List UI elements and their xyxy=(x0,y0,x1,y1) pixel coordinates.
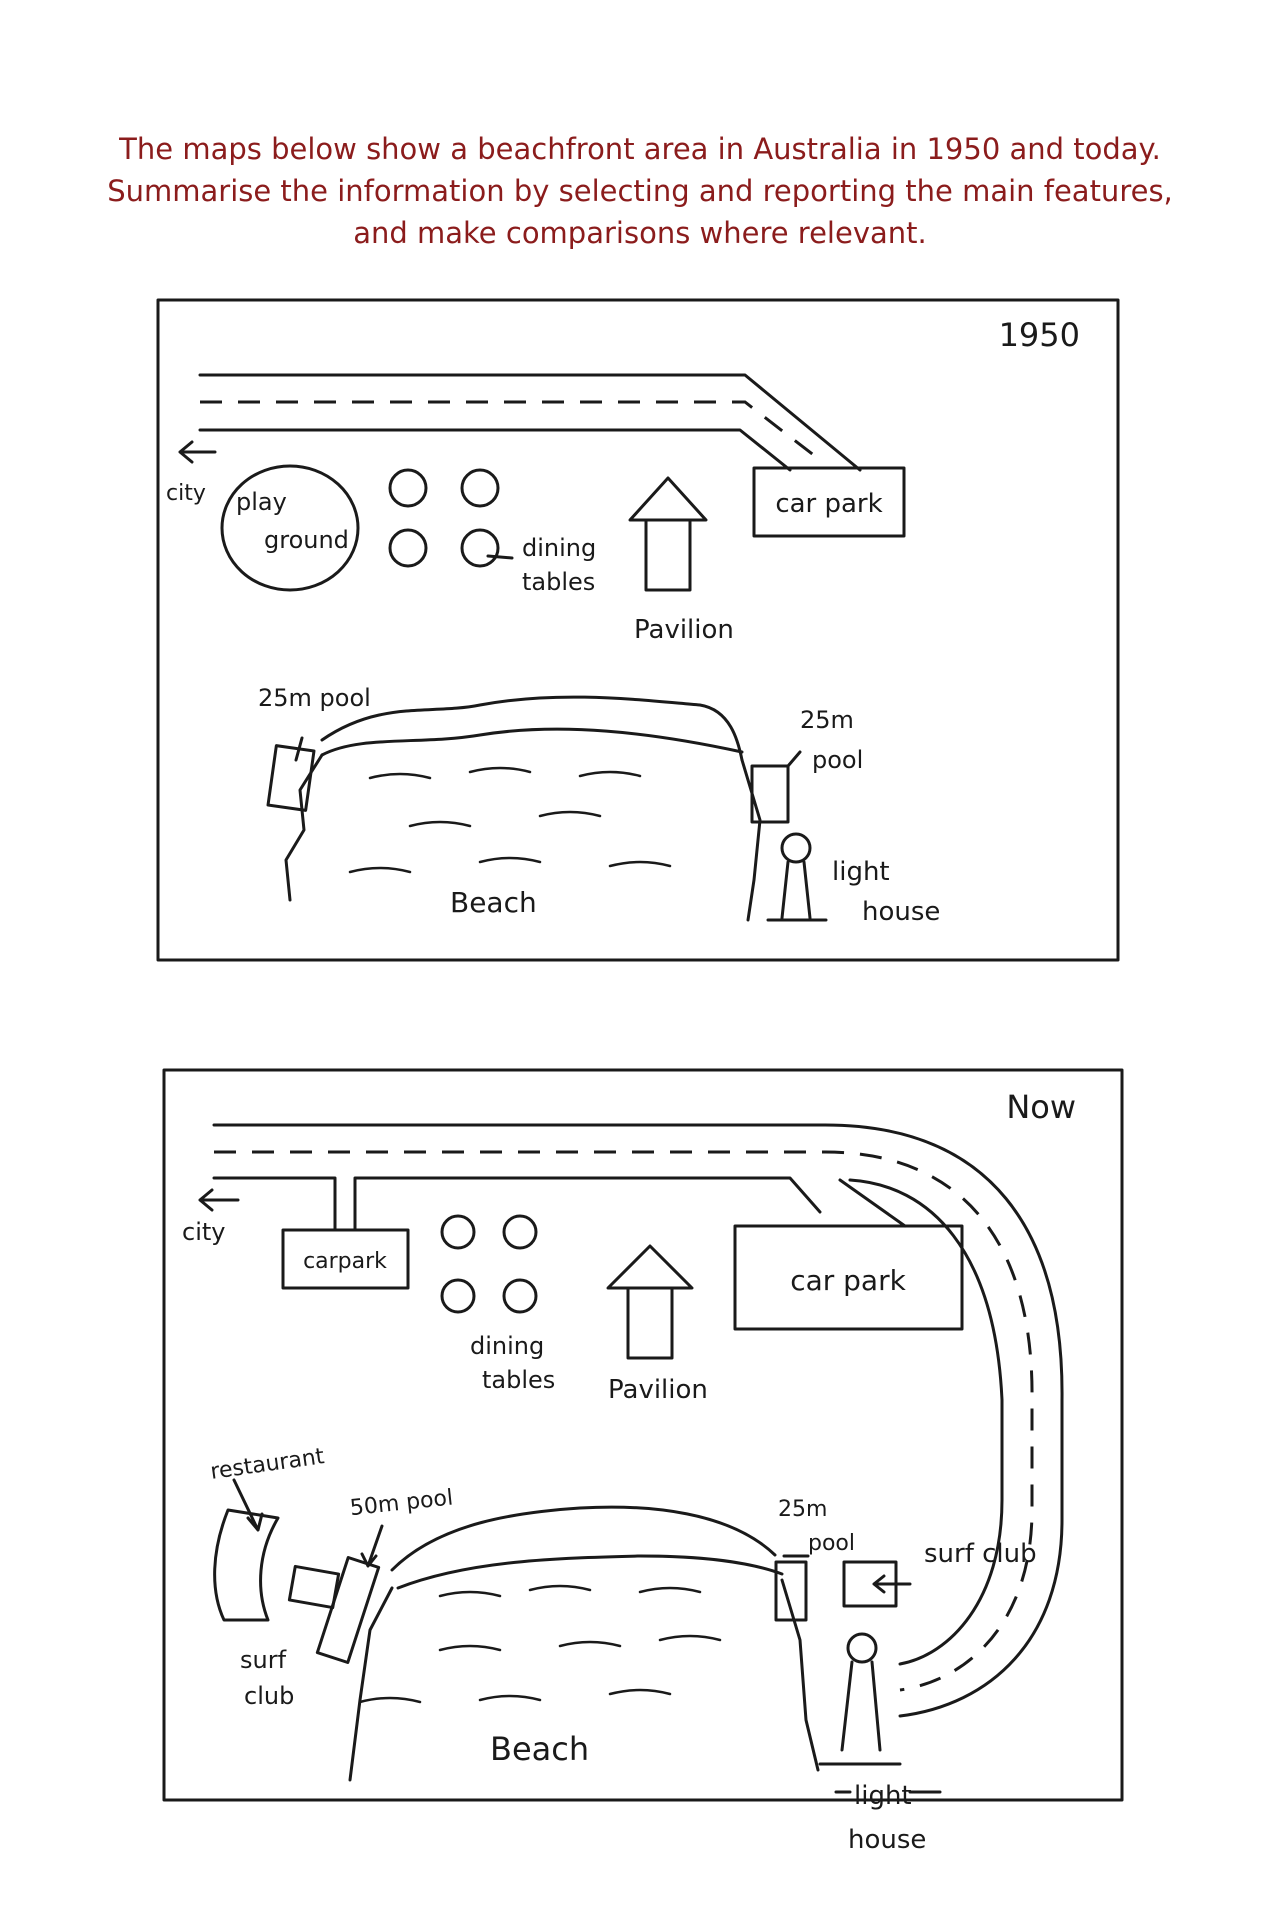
road-1950-bottom-edge xyxy=(198,428,792,472)
map-now-year: Now xyxy=(1006,1088,1076,1126)
pool-1950-left xyxy=(266,744,316,812)
pool-label-now-right-line-2: pool xyxy=(808,1531,855,1556)
car-park-large-label: car park xyxy=(790,1264,906,1297)
surf-club-now-left xyxy=(287,1564,341,1610)
beach-1950-waterline xyxy=(320,727,744,757)
pool-now-left xyxy=(315,1556,381,1664)
dining-tables-label-1950-line-1: dining xyxy=(522,534,596,562)
pavilion-1950 xyxy=(644,518,692,592)
road-1950-centre-line xyxy=(200,400,821,462)
map-now: Now city carpark car park dining tables … xyxy=(162,1068,1124,1855)
restaurant-label: restaurant xyxy=(209,1444,326,1485)
road-now-car-park-spur xyxy=(838,1178,907,1228)
dining-table-now-3 xyxy=(440,1278,476,1314)
dining-tables-label-now-line-1: dining xyxy=(470,1332,544,1360)
pool-1950-right xyxy=(750,764,790,824)
lighthouse-label-1950-line-2: house xyxy=(862,897,940,927)
pool-now-left-pointer xyxy=(360,1524,384,1568)
playground-label-line-2: ground xyxy=(264,526,349,554)
surf-club-left-label-line-1: surf xyxy=(240,1646,287,1674)
dining-table-1950-2 xyxy=(460,468,500,508)
map-1950: 1950 city play ground dining tables Pavi… xyxy=(156,298,1120,962)
map-1950-frame xyxy=(156,298,1120,962)
pool-label-1950-right-line-1: 25m xyxy=(800,706,854,734)
sea-now-waves xyxy=(358,1584,722,1704)
pavilion-now xyxy=(626,1286,674,1360)
map-now-frame xyxy=(162,1068,1124,1802)
restaurant-pointer xyxy=(232,1478,264,1532)
car-park-small-label: carpark xyxy=(303,1249,387,1274)
car-park-now-large xyxy=(733,1224,964,1331)
dining-tables-label-1950-line-2: tables xyxy=(522,568,595,596)
surf-club-left-label-line-2: club xyxy=(244,1682,294,1710)
map-1950-year: 1950 xyxy=(999,316,1080,354)
dining-table-1950-3 xyxy=(388,528,428,568)
road-now-lower-edge xyxy=(212,1176,822,1232)
prompt-line-3: and make comparisons where relevant. xyxy=(353,216,927,250)
coast-now-left xyxy=(348,1586,394,1782)
lighthouse-now-lamp xyxy=(846,1632,878,1664)
surf-club-right-label: surf club xyxy=(924,1539,1037,1569)
road-1950-top-edge xyxy=(198,373,862,472)
dining-table-1950-1 xyxy=(388,468,428,508)
beach-now-shore xyxy=(390,1505,777,1572)
pavilion-now-roof xyxy=(606,1244,694,1290)
pool-1950-left-pointer xyxy=(294,736,304,762)
road-now-outer-edge xyxy=(212,1123,1064,1718)
lighthouse-1950 xyxy=(766,860,828,922)
lighthouse-label-now-line-2: house xyxy=(848,1825,926,1855)
lighthouse-now xyxy=(818,1660,902,1766)
car-park-1950 xyxy=(752,466,906,538)
sea-1950-waves xyxy=(348,766,672,874)
beach-1950-shore xyxy=(320,695,744,762)
beach-now-waterline xyxy=(396,1554,784,1590)
dining-table-1950-4 xyxy=(460,528,500,568)
dining-table-now-2 xyxy=(502,1214,538,1250)
dining-tables-label-now-line-2: tables xyxy=(482,1366,555,1394)
pavilion-label-1950: Pavilion xyxy=(634,615,734,645)
lighthouse-label-now-line-1: light xyxy=(854,1781,912,1811)
pavilion-1950-roof xyxy=(628,476,708,522)
pool-label-now-left: 50m pool xyxy=(349,1485,454,1521)
prompt-line-1: The maps below show a beachfront area in… xyxy=(119,132,1161,166)
pool-1950-right-pointer xyxy=(786,750,802,768)
dining-table-now-4 xyxy=(502,1278,538,1314)
task-prompt: The maps below show a beachfront area in… xyxy=(0,128,1280,254)
car-park-now-small xyxy=(281,1228,410,1290)
road-now-inner-edge xyxy=(848,1178,1004,1666)
lighthouse-label-1950-line-1: light xyxy=(832,857,890,887)
lighthouse-1950-lamp xyxy=(780,832,812,864)
prompt-line-2: Summarise the information by selecting a… xyxy=(107,174,1173,208)
city-label-1950: city xyxy=(166,481,206,506)
pool-label-1950-left: 25m pool xyxy=(258,684,371,712)
road-now-centre-line xyxy=(214,1150,1034,1692)
dining-tables-pointer-1950 xyxy=(486,554,514,560)
coast-1950-left xyxy=(284,753,324,902)
city-arrow-icon xyxy=(178,440,217,464)
coast-now-right xyxy=(780,1578,820,1772)
beach-label-1950: Beach xyxy=(450,886,537,919)
city-arrow-icon-now xyxy=(198,1188,240,1212)
surf-club-right-pointer xyxy=(872,1574,912,1594)
restaurant-now xyxy=(213,1508,280,1622)
pavilion-label-now: Pavilion xyxy=(608,1375,708,1405)
playground-1950 xyxy=(220,464,360,592)
city-label-now: city xyxy=(182,1218,225,1246)
pool-label-1950-right-line-2: pool xyxy=(812,746,863,774)
dining-table-now-1 xyxy=(440,1214,476,1250)
pool-now-right xyxy=(774,1560,808,1622)
car-park-label-1950: car park xyxy=(775,489,882,519)
pool-label-now-right-line-1: 25m xyxy=(778,1497,827,1522)
beach-label-now: Beach xyxy=(490,1730,589,1768)
playground-label-line-1: play xyxy=(236,488,287,516)
